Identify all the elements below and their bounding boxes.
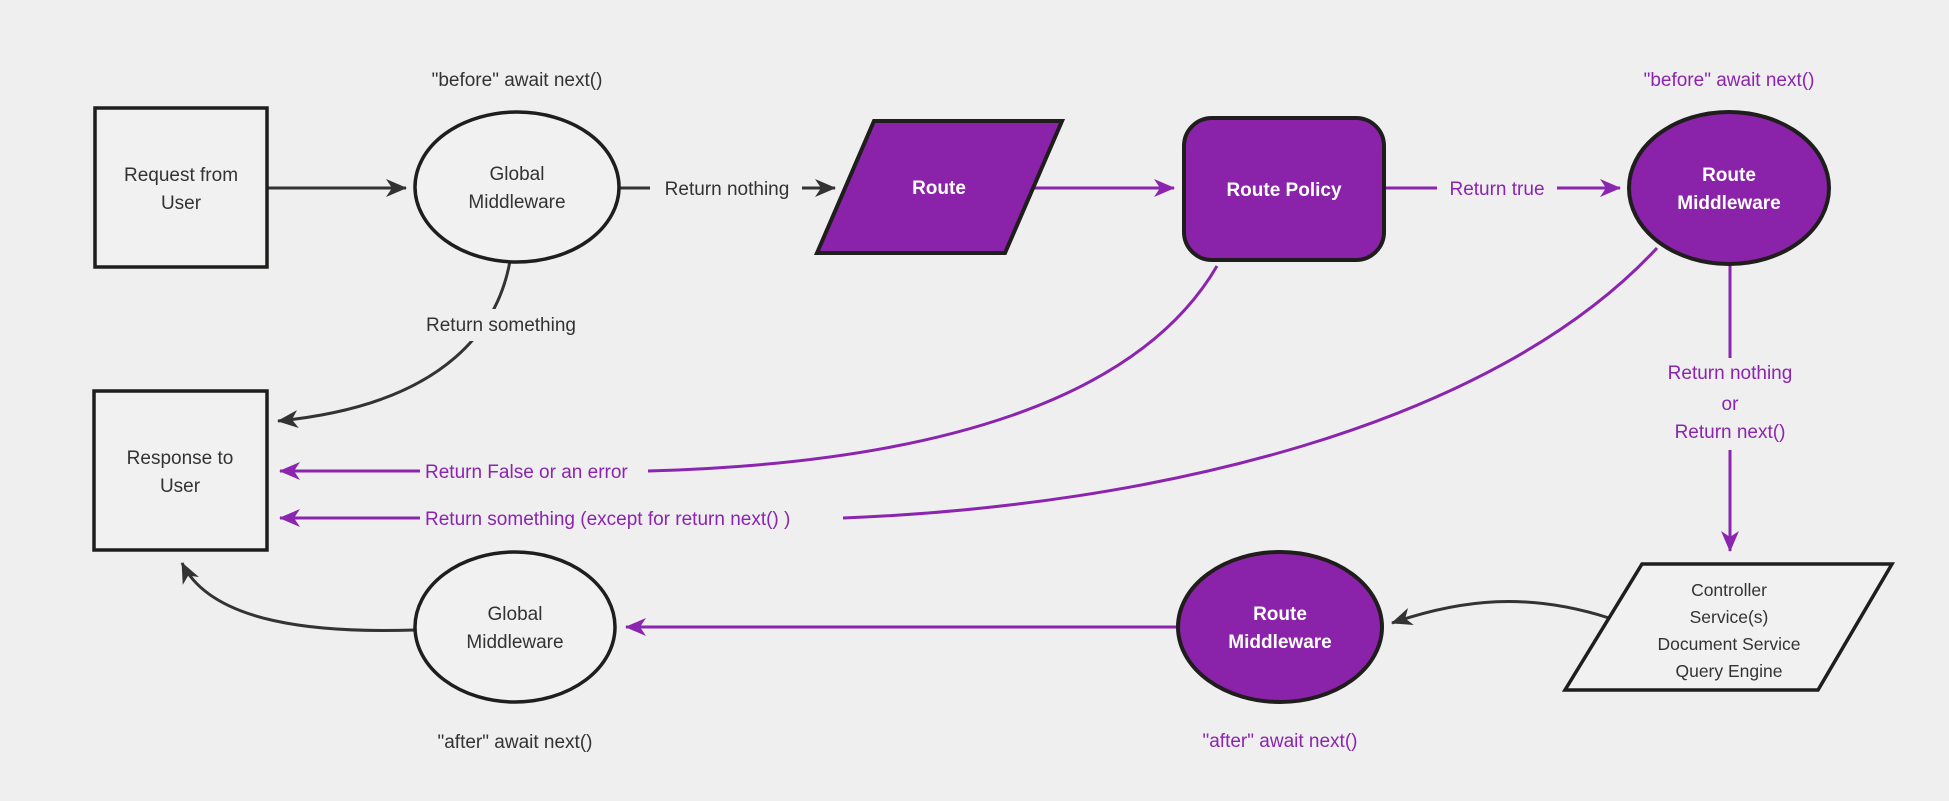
label-after-await-next-route: "after" await next()	[1203, 731, 1358, 752]
node-route-label: Route	[912, 178, 966, 199]
label-return-something-background	[403, 309, 599, 341]
node-route-policy	[1182, 116, 1386, 262]
node-controller-line-2: Service(s)	[1690, 607, 1769, 627]
edge-policy-return-false-curve	[647, 265, 1219, 473]
label-return-something: Return something	[426, 315, 576, 336]
node-global-middleware-top-line-2: Middleware	[468, 192, 565, 213]
node-route-middleware-bottom-line-2: Middleware	[1228, 632, 1331, 653]
label-return-nothing: Return nothing	[665, 179, 790, 200]
node-controller-services	[1561, 562, 1896, 692]
node-route-middleware-top	[1627, 110, 1831, 266]
node-controller-line-1: Controller	[1691, 580, 1767, 600]
node-route-middleware-bottom-line-1: Route	[1253, 604, 1307, 625]
node-global-middleware-bottom	[413, 550, 617, 704]
node-request-from-user	[93, 106, 269, 269]
edge-global-middleware-to-response	[180, 562, 416, 632]
node-response-line-2: User	[160, 476, 201, 497]
label-before-await-next-global: "before" await next()	[432, 70, 603, 91]
edge-controller-to-route-middleware-bottom	[1391, 599, 1610, 626]
edge-global-return-something-to-response	[277, 260, 512, 429]
label-return-false-or-error: Return False or an error	[425, 462, 628, 483]
edge-middleware-return-something-curve	[842, 246, 1659, 520]
node-response-to-user	[92, 389, 269, 552]
label-return-nothing-or-line-1: Return nothing	[1668, 363, 1793, 384]
node-request-line-2: User	[161, 193, 202, 214]
label-return-something-except: Return something (except for return next…	[425, 509, 790, 530]
node-global-middleware-bottom-line-2: Middleware	[466, 632, 563, 653]
node-route-middleware-top-line-2: Middleware	[1677, 193, 1780, 214]
label-return-nothing-or-background	[1622, 358, 1838, 450]
label-return-nothing-or-line-3: Return next()	[1675, 422, 1786, 443]
node-route	[813, 119, 1066, 255]
node-request-line-1: Request from	[124, 165, 238, 186]
node-global-middleware-top	[413, 110, 621, 264]
node-route-policy-label: Route Policy	[1226, 180, 1342, 201]
label-return-nothing-or-line-2: or	[1722, 394, 1740, 415]
node-global-middleware-bottom-line-1: Global	[488, 604, 543, 625]
node-route-middleware-top-line-1: Route	[1702, 165, 1756, 186]
node-controller-line-3: Document Service	[1658, 634, 1801, 654]
node-route-middleware-bottom	[1176, 550, 1384, 704]
node-controller-line-4: Query Engine	[1675, 661, 1782, 681]
node-response-line-1: Response to	[127, 448, 234, 469]
label-after-await-next-global: "after" await next()	[438, 732, 593, 753]
label-before-await-next-route: "before" await next()	[1644, 70, 1815, 91]
node-global-middleware-top-line-1: Global	[490, 164, 545, 185]
label-return-true: Return true	[1449, 179, 1544, 200]
